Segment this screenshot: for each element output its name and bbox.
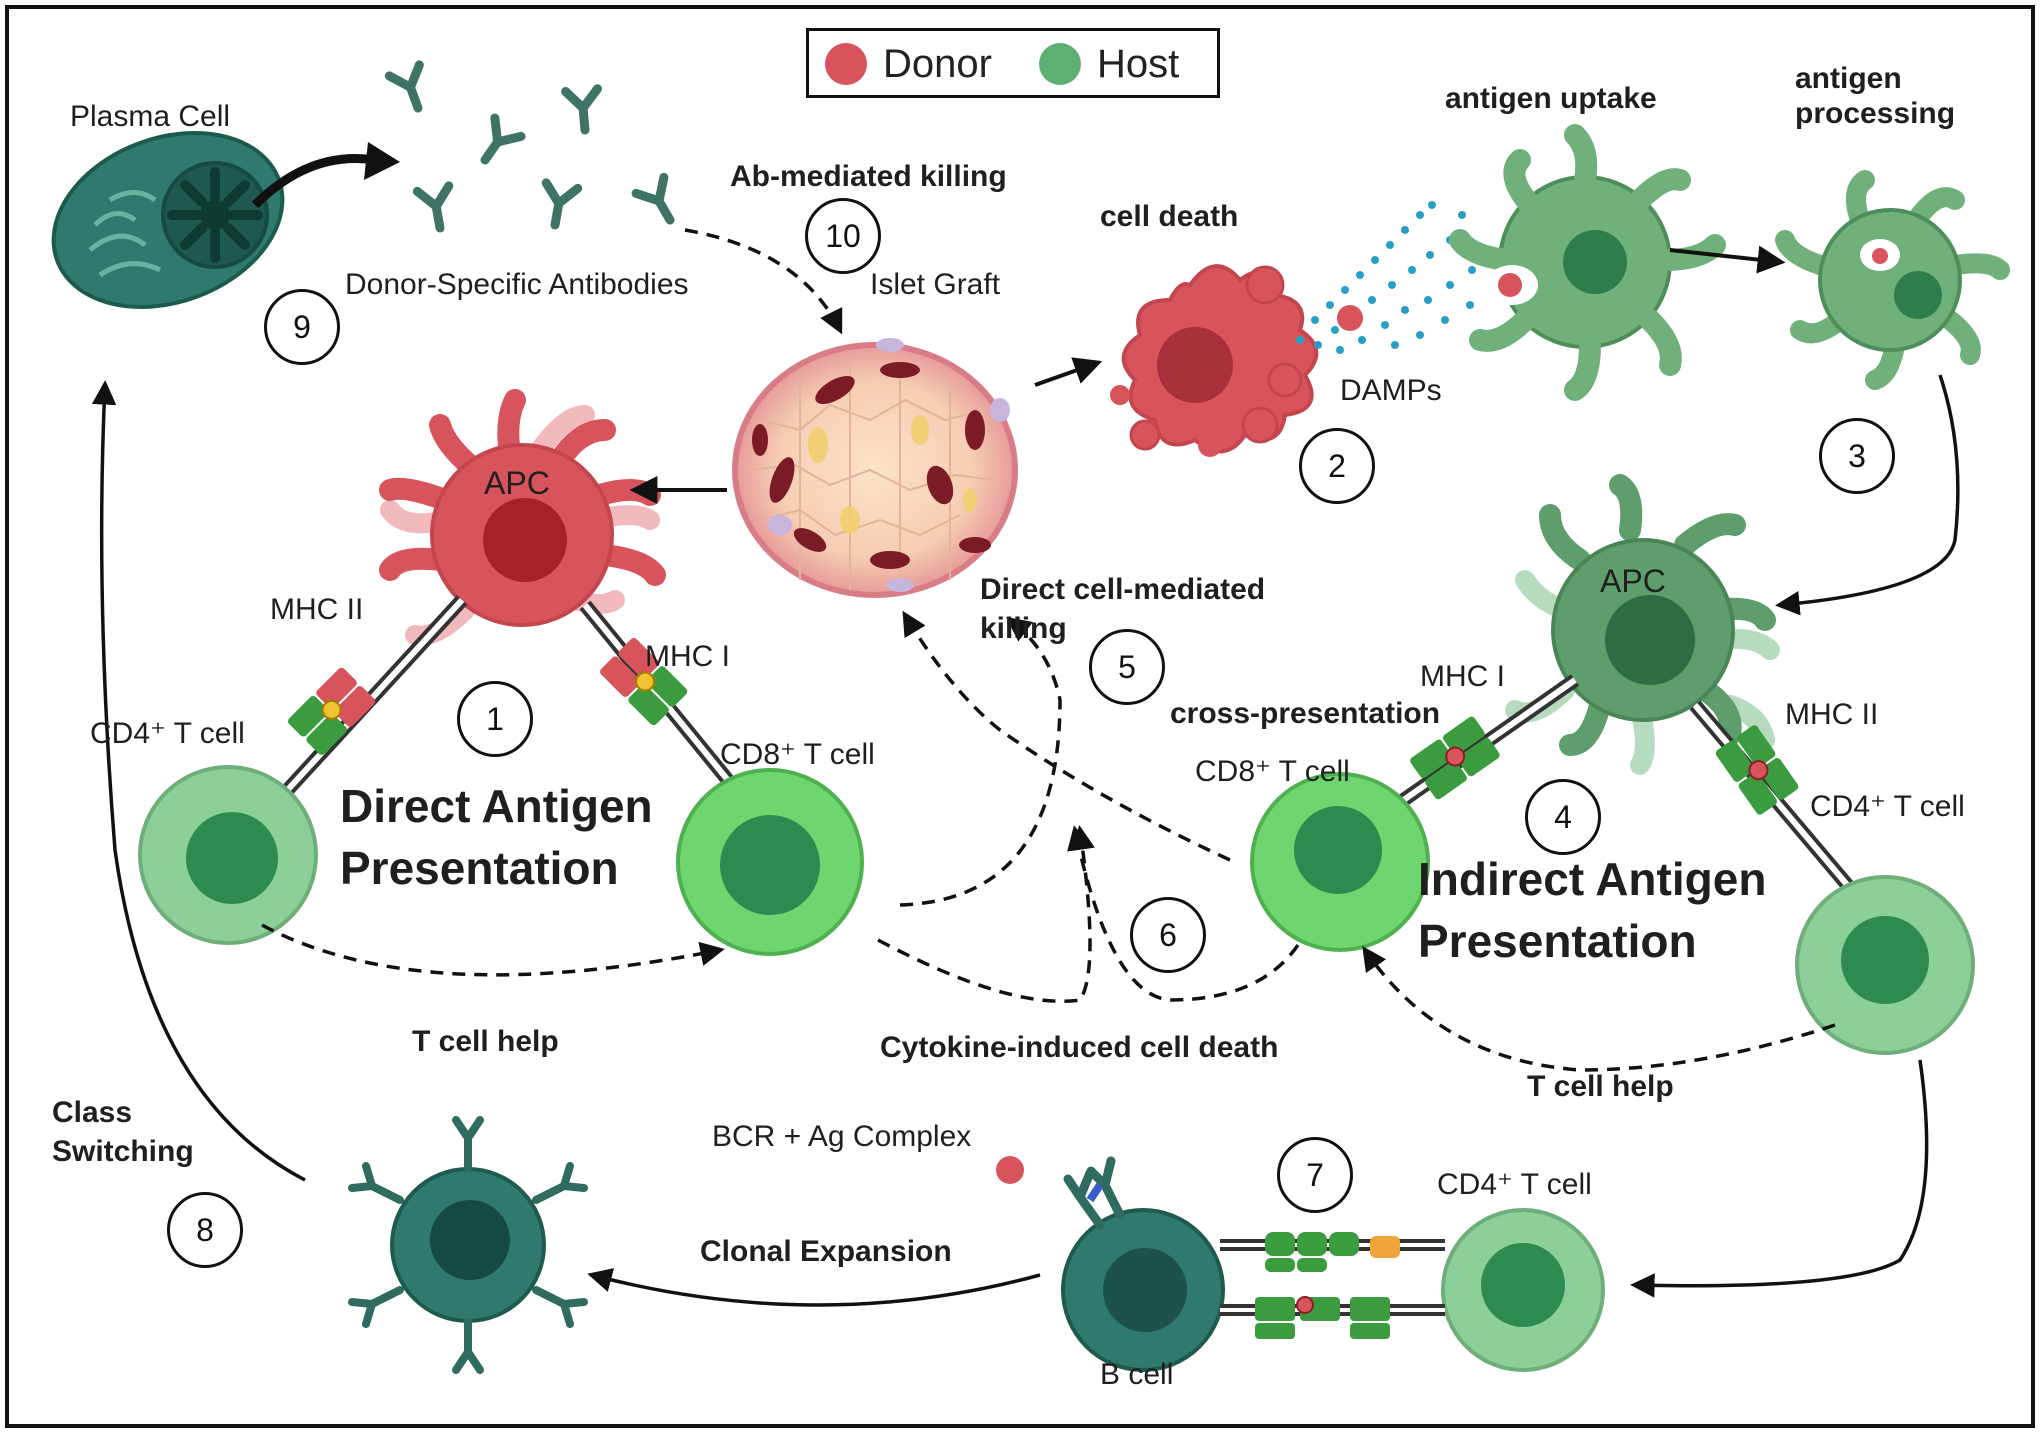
plasma-cell <box>51 131 285 309</box>
direct-presentation-title: Direct Antigen Presentation <box>340 780 653 895</box>
host-apc-antigen-uptake <box>1449 124 1726 401</box>
legend-host-label: Host <box>1097 42 1180 86</box>
antibody-to-graft-arrow <box>684 228 843 335</box>
cytokine-label: Cytokine-induced cell death <box>880 1031 1279 1064</box>
expanded-b-cell <box>348 1116 588 1374</box>
donor-apc-label: APC <box>484 465 550 501</box>
cd8-t-cell-left <box>676 768 864 956</box>
mhc-i-right-complex <box>1370 674 1580 826</box>
indirect-presentation-title: Indirect Antigen Presentation <box>1418 853 1767 968</box>
t-help-left-arrow <box>261 923 725 977</box>
host-apc-label: APC <box>1600 563 1666 599</box>
host-apc-indirect <box>1505 474 1780 775</box>
t-help-to-bcell-arrow <box>1630 1059 1929 1298</box>
dying-donor-cell <box>1110 264 1319 457</box>
cd8-left-direct-killing-arrow <box>899 617 1062 907</box>
step-8-marker: 8 <box>167 1192 243 1268</box>
mhc-i-left-complex <box>579 600 746 800</box>
processing-to-apc-arrow <box>1775 374 1960 616</box>
cd4-t-cell-right <box>1795 875 1975 1055</box>
cd4-t-cell-bottom <box>1441 1208 1605 1372</box>
t-help-left-label: T cell help <box>412 1025 559 1058</box>
legend-donor-label: Donor <box>883 42 992 86</box>
step-3-marker: 3 <box>1819 418 1895 494</box>
step-1-marker: 1 <box>457 681 533 757</box>
donor-apc <box>379 389 666 646</box>
mhc-ii-left-complex <box>254 595 468 825</box>
plasma-secretion-arrowhead <box>364 142 400 180</box>
outer-frame <box>5 5 2035 1428</box>
cell-death-label: cell death <box>1100 200 1239 233</box>
donor-specific-antibodies <box>384 60 675 233</box>
damps-particles <box>1296 201 1476 354</box>
donor-swatch <box>825 43 867 85</box>
class-switching-label: Class Switching <box>52 1096 194 1168</box>
step-10-marker: 10 <box>805 198 881 274</box>
class-switching-arrow <box>91 380 306 1182</box>
direct-killing-label: Direct cell-mediated killing <box>980 573 1266 645</box>
b-cell <box>996 1156 1225 1372</box>
cd4-left-label: CD4⁺ T cell <box>90 717 245 750</box>
cd4-t-cell-left <box>138 765 318 945</box>
cd8-right-direct-killing-arrow <box>902 610 1231 862</box>
step-4-marker: 4 <box>1525 779 1601 855</box>
cytokine-left-arrow <box>877 825 1095 1003</box>
mhc-ii-right-label: MHC II <box>1785 698 1879 731</box>
bt-synapse <box>1220 1232 1445 1339</box>
cross-presentation-label: cross-presentation <box>1170 697 1441 730</box>
bcr-label: BCR + Ag Complex <box>712 1120 972 1153</box>
cd8-left-label: CD8⁺ T cell <box>720 738 875 771</box>
mhc-ii-right-complex <box>1689 700 1866 905</box>
clonal-expansion-label: Clonal Expansion <box>700 1235 952 1268</box>
host-swatch <box>1039 43 1081 85</box>
cytokine-right-arrow <box>1067 825 1300 1002</box>
step-7-marker: 7 <box>1277 1137 1353 1213</box>
islet-graft-label: Islet Graft <box>870 268 1001 301</box>
plasma-cell-label: Plasma Cell <box>70 100 231 133</box>
t-help-right-label: T cell help <box>1527 1070 1674 1103</box>
cd4-bottom-label: CD4⁺ T cell <box>1437 1168 1592 1201</box>
cd8-t-cell-right <box>1250 772 1430 952</box>
mhc-i-left-label: MHC I <box>645 640 730 673</box>
antigen-processing-label: antigen processing <box>1795 62 1956 130</box>
clonal-expansion-arrow <box>587 1268 1041 1307</box>
antigen-fragment <box>1337 305 1363 331</box>
islet-graft <box>732 338 1018 598</box>
step-5-marker: 5 <box>1089 629 1165 705</box>
mhc-i-right-label: MHC I <box>1420 660 1505 693</box>
graft-to-death-arrow <box>1034 357 1103 387</box>
cd4-right-label: CD4⁺ T cell <box>1810 790 1965 823</box>
dsa-label: Donor-Specific Antibodies <box>345 268 689 301</box>
cd8-right-label: CD8⁺ T cell <box>1195 755 1350 788</box>
damps-label: DAMPs <box>1340 374 1442 407</box>
b-cell-label: B cell <box>1100 1358 1174 1391</box>
step-2-marker: 2 <box>1299 428 1375 504</box>
host-apc-antigen-processing <box>1775 170 2010 390</box>
ab-killing-label: Ab-mediated killing <box>730 160 1007 193</box>
antigen-uptake-label: antigen uptake <box>1445 82 1657 115</box>
plasma-secretion-arrow <box>251 153 376 209</box>
step-6-marker: 6 <box>1130 897 1206 973</box>
mhc-ii-left-label: MHC II <box>270 593 364 626</box>
legend: Donor Host <box>806 28 1220 98</box>
uptake-to-processing-arrow <box>1669 245 1786 274</box>
step-9-marker: 9 <box>264 289 340 365</box>
